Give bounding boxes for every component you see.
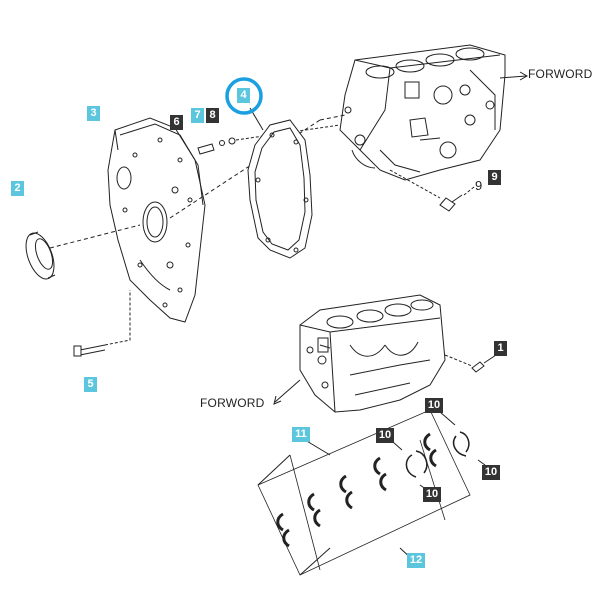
bolt-1 (444, 354, 497, 373)
engine-block-bottom (299, 294, 446, 413)
forward-label-top: FORWORD (528, 67, 593, 81)
sensor-part-9 (389, 169, 475, 212)
callout-10-c[interactable]: 10 (482, 465, 500, 480)
forward-label-mid: FORWORD (200, 396, 265, 410)
bolt-5 (73, 290, 131, 357)
bearing-shells (276, 431, 470, 548)
callout-9[interactable]: 9 (488, 170, 501, 185)
callout-10-b[interactable]: 10 (376, 428, 394, 443)
callout-12[interactable]: 12 (407, 553, 425, 568)
callout-7[interactable]: 7 (191, 108, 204, 123)
callout-8[interactable]: 8 (206, 108, 219, 123)
callout-5[interactable]: 5 (84, 377, 97, 392)
engine-block-top (339, 44, 506, 181)
highlight-ring (225, 77, 263, 115)
callout-2[interactable]: 2 (11, 181, 24, 196)
forward-arrow-mid (274, 379, 301, 403)
callout-4[interactable]: 4 (237, 88, 250, 103)
callout-10-a[interactable]: 10 (425, 398, 443, 413)
callout-10-d[interactable]: 10 (423, 487, 441, 502)
callout-9-number: 9 (475, 178, 483, 193)
forward-arrow-top (499, 75, 527, 79)
callout-11[interactable]: 11 (292, 427, 310, 442)
callout-6[interactable]: 6 (170, 115, 183, 130)
flywheel-housing (107, 117, 206, 323)
oil-seal (25, 231, 56, 280)
callout-3[interactable]: 3 (87, 106, 100, 121)
gasket-4 (247, 119, 313, 259)
callout-1[interactable]: 1 (494, 341, 507, 356)
